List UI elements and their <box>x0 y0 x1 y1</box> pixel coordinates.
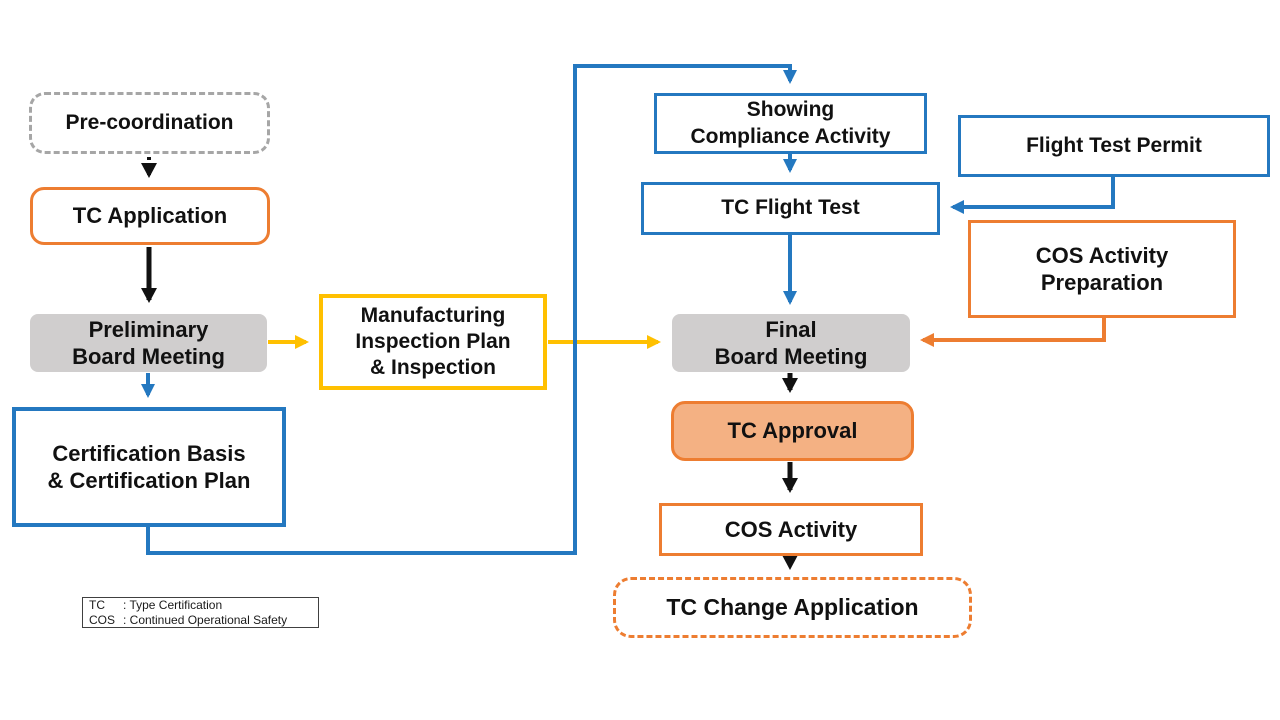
legend-def-tc: : Type Certification <box>123 597 223 612</box>
node-pre-coordination: Pre-coordination <box>29 92 270 154</box>
connector-certification-basis-to-showing-compliance <box>146 64 797 555</box>
abbreviation-legend: TC : Type Certification COS : Continued … <box>82 597 319 628</box>
node-tc-flight-test: TC Flight Test <box>641 182 940 235</box>
node-final-board-meeting: Final Board Meeting <box>672 314 910 372</box>
legend-def-cos: : Continued Operational Safety <box>123 612 288 627</box>
legend-row-tc: TC : Type Certification <box>89 598 312 613</box>
arrow-flight-test-permit-to-tc-flight-test <box>950 177 1115 214</box>
legend-abbr-tc: TC <box>89 597 105 612</box>
node-certification-basis: Certification Basis & Certification Plan <box>12 407 286 527</box>
node-tc-application: TC Application <box>30 187 270 245</box>
node-preliminary-board-meeting: Preliminary Board Meeting <box>30 314 267 372</box>
legend-row-cos: COS : Continued Operational Safety <box>89 613 312 628</box>
node-flight-test-permit: Flight Test Permit <box>958 115 1270 177</box>
node-tc-change-application: TC Change Application <box>613 577 972 638</box>
node-manufacturing-inspection: Manufacturing Inspection Plan & Inspecti… <box>319 294 547 390</box>
node-cos-activity-preparation: COS Activity Preparation <box>968 220 1236 318</box>
node-cos-activity: COS Activity <box>659 503 923 556</box>
node-tc-approval: TC Approval <box>671 401 914 461</box>
arrow-cos-prep-to-final-board <box>920 318 1106 347</box>
node-showing-compliance-activity: Showing Compliance Activity <box>654 93 927 154</box>
legend-abbr-cos: COS <box>89 612 116 627</box>
